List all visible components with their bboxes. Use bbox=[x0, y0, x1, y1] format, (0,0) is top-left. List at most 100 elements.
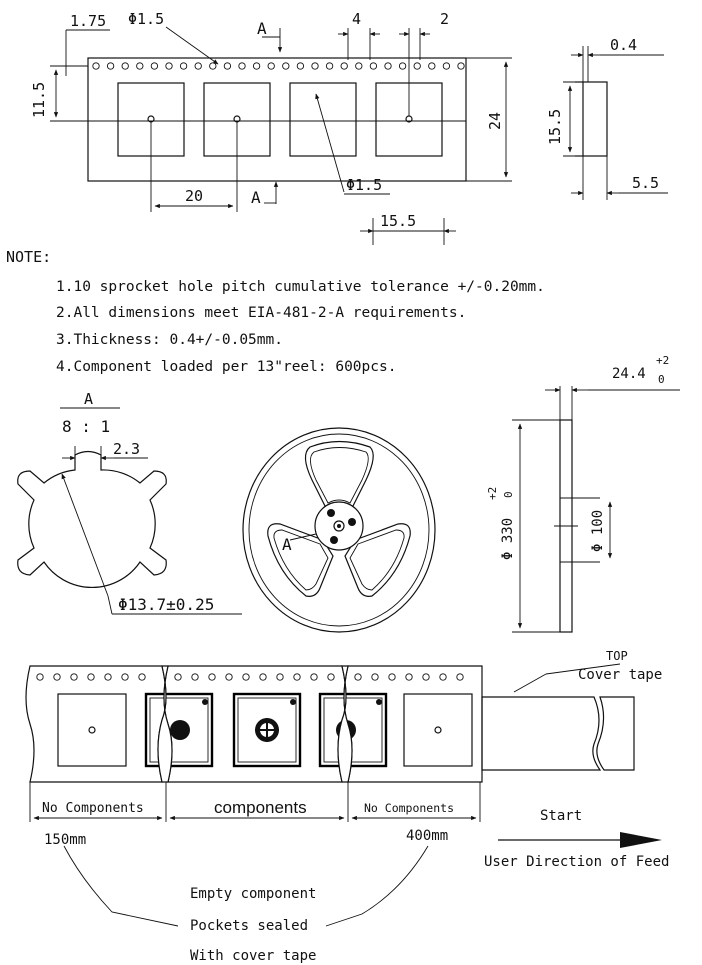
hub-profile bbox=[17, 450, 167, 589]
dim-0-4: 0.4 bbox=[610, 36, 637, 54]
tape-segment-right bbox=[343, 665, 483, 783]
reel-width-tol-lower: 0 bbox=[658, 373, 665, 386]
sprocket-hole bbox=[150, 62, 159, 70]
sprocket-hole bbox=[398, 62, 407, 70]
sprocket-hole bbox=[174, 673, 182, 681]
empty-pocket bbox=[57, 693, 127, 767]
dim-pocket-hole: Φ1.5 bbox=[346, 176, 382, 194]
sprocket-hole bbox=[310, 673, 318, 681]
pocket-section bbox=[582, 81, 608, 157]
cover-tape-end bbox=[596, 696, 635, 771]
bracket-right bbox=[325, 845, 429, 927]
reel-front-view: A bbox=[242, 427, 436, 633]
reel-width-main: 24.4 bbox=[612, 366, 646, 382]
dim-slot: 2.3 bbox=[113, 440, 140, 458]
sprocket-hole bbox=[136, 62, 144, 70]
sprocket-hole bbox=[282, 62, 290, 70]
sprocket-hole bbox=[267, 62, 275, 70]
sprocket-hole bbox=[439, 673, 447, 681]
notes-heading: NOTE: bbox=[6, 248, 51, 266]
feed-sprocket-holes bbox=[36, 673, 464, 681]
note-3: 3.Thickness: 0.4+/-0.05mm. bbox=[56, 332, 283, 348]
sprocket-hole bbox=[296, 62, 305, 70]
reel-diameter-tol-upper: +2 bbox=[486, 487, 499, 500]
sprocket-hole bbox=[225, 673, 233, 681]
sprocket-hole bbox=[384, 62, 392, 70]
sprocket-hole bbox=[252, 62, 261, 70]
dim-24: 24 bbox=[486, 112, 504, 130]
pocket bbox=[289, 82, 357, 157]
cover-tape-label: Cover tape bbox=[578, 667, 662, 683]
tape-side-view: 0.4 15.5 5.5 bbox=[546, 36, 668, 200]
dim-20: 20 bbox=[185, 187, 203, 205]
dim-sprocket-hole: Φ1.5 bbox=[128, 10, 164, 28]
notes: NOTE: 1.10 sprocket hole pitch cumulativ… bbox=[6, 248, 545, 375]
reel-diameter-main: Φ 330 bbox=[500, 518, 516, 560]
sprocket-hole bbox=[457, 62, 465, 70]
sprocket-hole bbox=[422, 673, 430, 681]
sprocket-hole bbox=[104, 673, 112, 681]
empty-pocket bbox=[403, 693, 473, 767]
section-mark-bottom: A bbox=[251, 188, 261, 207]
feed-arrow bbox=[620, 832, 662, 848]
reel-flange-outer bbox=[242, 427, 436, 633]
sprocket-hole bbox=[354, 673, 362, 681]
components-label: components bbox=[214, 798, 307, 817]
sprocket-hole bbox=[259, 673, 267, 681]
feed-diagram: TOP Cover tape No Components components … bbox=[25, 649, 669, 964]
sprocket-hole bbox=[209, 62, 217, 70]
no-components-right: No Components bbox=[364, 801, 454, 815]
cover-tape bbox=[481, 696, 602, 771]
sprocket-hole bbox=[179, 62, 188, 70]
sprocket-hole bbox=[194, 62, 202, 70]
reel-hub-diameter: Φ 100 bbox=[590, 510, 606, 552]
sprocket-hole bbox=[276, 673, 284, 681]
reel-side-view: 24.4 +2 0 Φ 330 +2 0 Φ 100 bbox=[486, 354, 680, 633]
no-components-left: No Components bbox=[42, 801, 144, 816]
reel-center bbox=[333, 520, 345, 532]
sprocket-hole bbox=[340, 62, 348, 70]
sprocket-hole bbox=[191, 673, 199, 681]
sprocket-hole bbox=[405, 673, 413, 681]
sprocket-hole bbox=[442, 62, 451, 70]
sprocket-hole bbox=[293, 673, 301, 681]
reel-window bbox=[267, 523, 334, 597]
sprocket-hole bbox=[165, 62, 173, 70]
sprocket-hole bbox=[36, 673, 44, 681]
section-mark-top: A bbox=[257, 19, 267, 38]
reel-window bbox=[344, 523, 411, 597]
sprocket-hole bbox=[238, 62, 246, 70]
sprocket-hole bbox=[428, 62, 436, 70]
dim-pitch-4: 4 bbox=[352, 10, 361, 28]
direction-label: User Direction of Feed bbox=[484, 854, 669, 870]
note-line-3: With cover tape bbox=[190, 948, 316, 964]
dim-2: 2 bbox=[440, 10, 449, 28]
component bbox=[232, 692, 302, 768]
length-left: 150mm bbox=[44, 832, 86, 848]
dim-1-75: 1.75 bbox=[70, 12, 106, 30]
tape-top-view: 1.75 Φ1.5 A 4 2 11.5 24 20 bbox=[30, 10, 512, 245]
note-1: 1.10 sprocket hole pitch cumulative tole… bbox=[56, 279, 545, 295]
sprocket-hole bbox=[371, 673, 379, 681]
dim-hub: Φ13.7±0.25 bbox=[118, 595, 214, 614]
sprocket-hole bbox=[413, 62, 421, 70]
sprocket-hole bbox=[242, 673, 250, 681]
dim-15-5: 15.5 bbox=[546, 109, 564, 145]
sprocket-hole bbox=[92, 62, 100, 70]
sprocket-hole bbox=[106, 62, 115, 70]
sprocket-hole bbox=[355, 62, 363, 70]
dim-5-5: 5.5 bbox=[632, 174, 659, 192]
sprocket-hole bbox=[121, 62, 129, 70]
length-right: 400mm bbox=[406, 828, 448, 844]
component bbox=[318, 692, 388, 768]
sprocket-hole bbox=[208, 673, 216, 681]
reel-width-tol-upper: +2 bbox=[656, 354, 669, 367]
sprocket-hole bbox=[369, 62, 378, 70]
reel-section-mark: A bbox=[282, 535, 292, 554]
bracket-left bbox=[63, 845, 179, 927]
start-label: Start bbox=[540, 808, 582, 824]
sprocket-hole bbox=[311, 62, 319, 70]
note-line-2: Pockets sealed bbox=[190, 918, 308, 934]
dim-pocket-width: 15.5 bbox=[380, 212, 416, 230]
